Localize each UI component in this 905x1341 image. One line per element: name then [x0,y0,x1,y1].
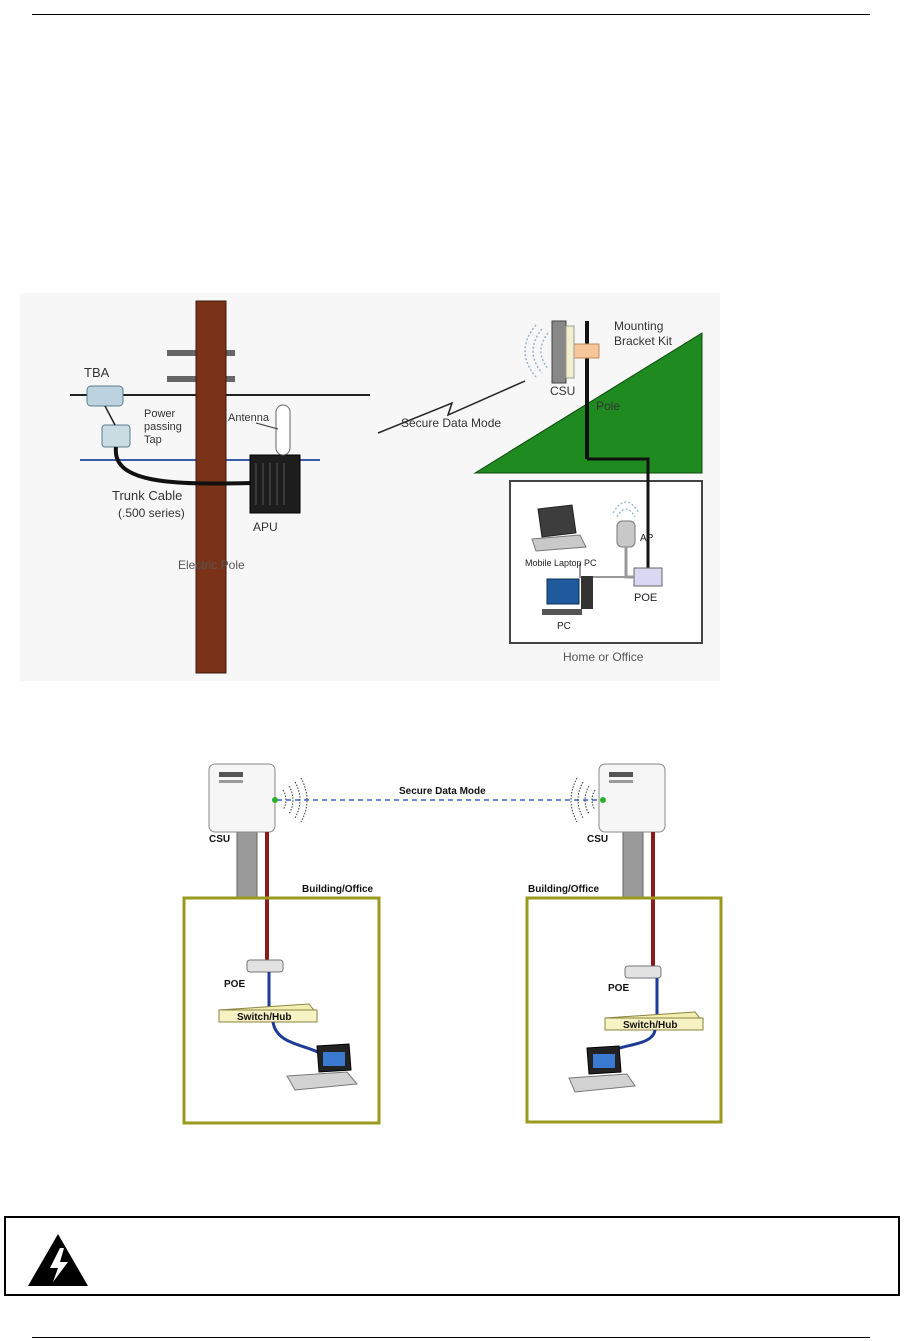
right-switch-hub-label: Switch/Hub [623,1020,677,1031]
tap-label-line1: Power [144,408,176,420]
secure-data-mode-label: Secure Data Mode [399,786,486,797]
right-building-label: Building/Office [528,884,600,895]
deployment-diagram-pole-home: TBA Power passing Tap Antenna Trunk Cabl… [20,293,720,681]
access-point-icon [617,521,635,547]
high-voltage-warning-icon [26,1232,90,1288]
tap-label-line3: Tap [144,434,162,446]
csu-unit-icon [552,321,566,383]
pole-label: Pole [596,399,620,413]
antenna-label: Antenna [228,412,270,424]
right-poe-icon [625,966,661,978]
home-office-caption: Home or Office [563,650,644,664]
laptop-label: Mobile Laptop PC [525,558,597,568]
tba-label: TBA [84,365,110,380]
secure-data-mode-label: Secure Data Mode [401,416,501,430]
trunk-cable-label-line1: Trunk Cable [112,488,182,503]
antenna-icon [276,405,290,455]
footer-rule [32,1337,870,1338]
mounting-bracket-icon [573,344,599,358]
left-csu-label: CSU [209,834,230,845]
electric-pole-caption: Electric Pole [178,558,245,572]
poe-label: POE [634,592,657,604]
warning-box [4,1216,900,1296]
left-switch-hub-label: Switch/Hub [237,1012,291,1023]
poe-box-icon [634,568,662,586]
mounting-bracket-label-line2: Bracket Kit [614,334,673,348]
left-poe-icon [247,960,283,972]
mounting-bracket-label-line1: Mounting [614,319,663,333]
pc-label: PC [557,621,571,632]
left-building-label: Building/Office [302,884,374,895]
csu-label: CSU [550,384,575,398]
tap-label-line2: passing [144,421,182,433]
tba-amplifier-icon [87,386,123,406]
electric-pole [196,301,226,673]
apu-label: APU [253,520,278,534]
power-passing-tap-icon [102,425,130,447]
point-to-point-diagram: Secure Data Mode CSU Building/Office POE… [165,754,740,1132]
apu-unit-icon [250,455,300,513]
right-poe-label: POE [608,983,629,994]
header-rule [32,14,870,15]
left-poe-label: POE [224,979,245,990]
right-csu-label: CSU [587,834,608,845]
ap-label: AP [640,533,654,544]
trunk-cable-label-line2: (.500 series) [118,506,185,520]
